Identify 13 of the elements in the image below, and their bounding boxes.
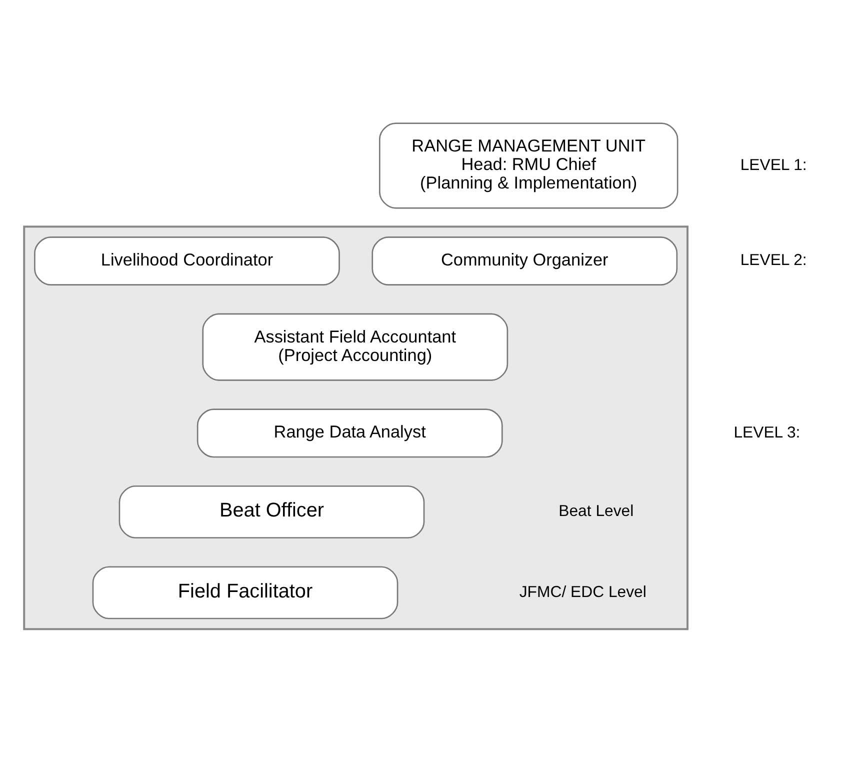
node-box: RANGE MANAGEMENT UNIT Head: RMU Chief (Planning & Implementation) bbox=[378, 122, 678, 209]
cluster bbox=[23, 226, 688, 630]
node-box: Field Facilitator bbox=[92, 566, 398, 620]
label: LEVEL 1: bbox=[740, 156, 807, 174]
node-box: Range Data Analyst bbox=[196, 408, 503, 458]
node-box: Livelihood Coordinator bbox=[34, 236, 340, 286]
node-box: Assistant Field Accountant (Project Accounting) bbox=[202, 313, 508, 381]
label: JFMC/ EDC Level bbox=[519, 584, 646, 601]
node-box: Beat Officer bbox=[118, 485, 425, 538]
node-box: Community Organizer bbox=[372, 236, 678, 286]
label: LEVEL 2: bbox=[740, 252, 807, 270]
label: LEVEL 3: bbox=[734, 424, 800, 442]
label: Beat Level bbox=[558, 503, 634, 520]
